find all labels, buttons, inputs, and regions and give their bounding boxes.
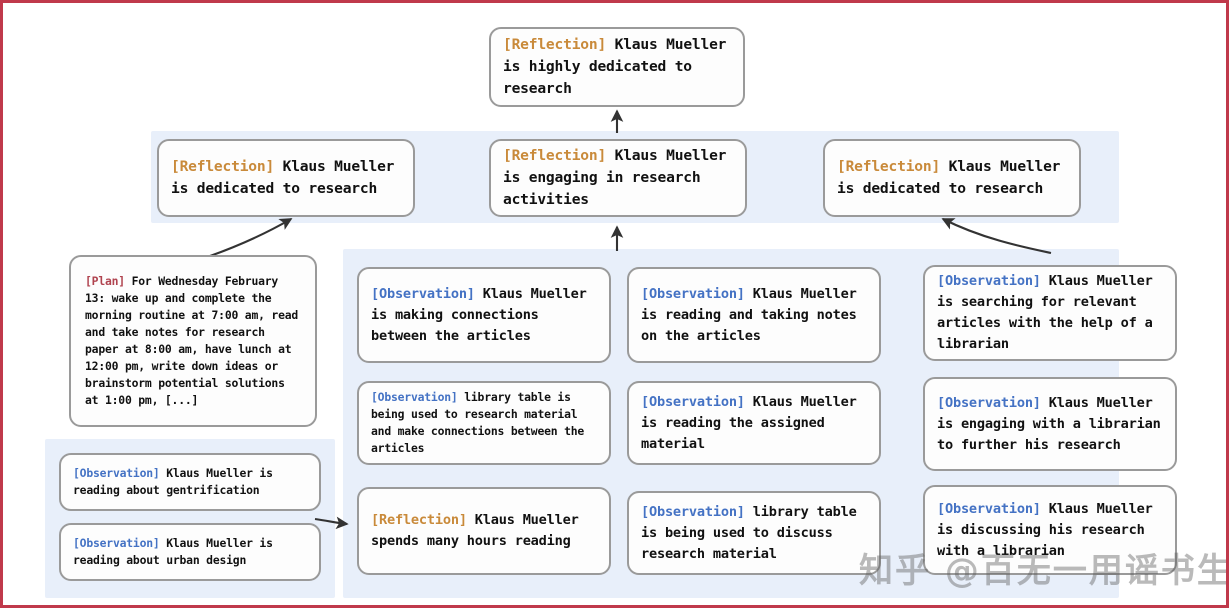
node-text: Klaus Mueller is reading the assigned ma… bbox=[641, 393, 857, 452]
tag-observation: [Observation] bbox=[371, 390, 458, 404]
tag-reflection: [Reflection] bbox=[837, 158, 941, 175]
tag-reflection: [Reflection] bbox=[171, 158, 275, 175]
node-observation-left-1[interactable]: [Observation] Klaus Mueller is reading a… bbox=[59, 453, 321, 511]
watermark: 知乎 @百无一用谣书生 bbox=[859, 551, 1229, 591]
node-text: Klaus Mueller is reading and taking note… bbox=[641, 285, 857, 344]
node-reflection-center[interactable]: [Reflection] Klaus Mueller is engaging i… bbox=[489, 139, 747, 217]
node-observation-c3-1[interactable]: [Observation] Klaus Mueller is searching… bbox=[923, 265, 1177, 361]
node-text: Klaus Mueller spends many hours reading bbox=[371, 512, 579, 549]
tag-observation: [Observation] bbox=[937, 500, 1041, 517]
tag-reflection: [Reflection] bbox=[371, 512, 467, 528]
tag-plan: [Plan] bbox=[85, 274, 125, 288]
tag-observation: [Observation] bbox=[937, 273, 1041, 289]
node-text: Klaus Mueller is making connections betw… bbox=[371, 285, 587, 344]
node-text: library table is being used to discuss r… bbox=[641, 503, 857, 562]
node-text: Klaus Mueller is reading about gentrific… bbox=[73, 466, 273, 497]
tag-observation: [Observation] bbox=[641, 503, 745, 520]
tag-reflection: [Reflection] bbox=[503, 147, 607, 164]
node-reflection-left[interactable]: [Reflection] Klaus Mueller is dedicated … bbox=[157, 139, 415, 217]
tag-reflection: [Reflection] bbox=[503, 36, 607, 53]
node-text: Klaus Mueller is dedicated to research bbox=[837, 158, 1061, 197]
tag-observation: [Observation] bbox=[73, 466, 160, 480]
node-text: Klaus Mueller is discussing his research… bbox=[937, 500, 1153, 559]
node-text: Klaus Mueller is engaging with a librari… bbox=[937, 394, 1161, 453]
node-observation-c3-3[interactable]: [Observation] Klaus Mueller is discussin… bbox=[923, 485, 1177, 575]
node-text: Klaus Mueller is engaging in research ac… bbox=[503, 147, 727, 208]
node-reflection-c1-3[interactable]: [Reflection] Klaus Mueller spends many h… bbox=[357, 487, 611, 575]
node-text: Klaus Mueller is reading about urban des… bbox=[73, 536, 273, 567]
node-text: Klaus Mueller is searching for relevant … bbox=[937, 273, 1153, 352]
node-observation-c1-2[interactable]: [Observation] library table is being use… bbox=[357, 381, 611, 465]
node-text: For Wednesday February 13: wake up and c… bbox=[85, 274, 299, 407]
node-text: Klaus Mueller is dedicated to research bbox=[171, 158, 395, 197]
tag-observation: [Observation] bbox=[371, 285, 475, 302]
node-plan[interactable]: [Plan] For Wednesday February 13: wake u… bbox=[69, 255, 317, 427]
tag-observation: [Observation] bbox=[641, 285, 745, 302]
node-observation-c2-1[interactable]: [Observation] Klaus Mueller is reading a… bbox=[627, 267, 881, 363]
node-top-reflection[interactable]: [Reflection] Klaus Mueller is highly ded… bbox=[489, 27, 745, 107]
node-text: library table is being used to research … bbox=[371, 390, 585, 455]
node-observation-c1-1[interactable]: [Observation] Klaus Mueller is making co… bbox=[357, 267, 611, 363]
node-observation-c2-2[interactable]: [Observation] Klaus Mueller is reading t… bbox=[627, 381, 881, 465]
node-text: Klaus Mueller is highly dedicated to res… bbox=[503, 36, 727, 97]
tag-observation: [Observation] bbox=[73, 536, 160, 550]
tag-observation: [Observation] bbox=[641, 393, 745, 410]
node-reflection-right[interactable]: [Reflection] Klaus Mueller is dedicated … bbox=[823, 139, 1081, 217]
node-observation-left-2[interactable]: [Observation] Klaus Mueller is reading a… bbox=[59, 523, 321, 581]
node-observation-c3-2[interactable]: [Observation] Klaus Mueller is engaging … bbox=[923, 377, 1177, 471]
node-observation-c2-3[interactable]: [Observation] library table is being use… bbox=[627, 491, 881, 575]
tag-observation: [Observation] bbox=[937, 394, 1041, 411]
